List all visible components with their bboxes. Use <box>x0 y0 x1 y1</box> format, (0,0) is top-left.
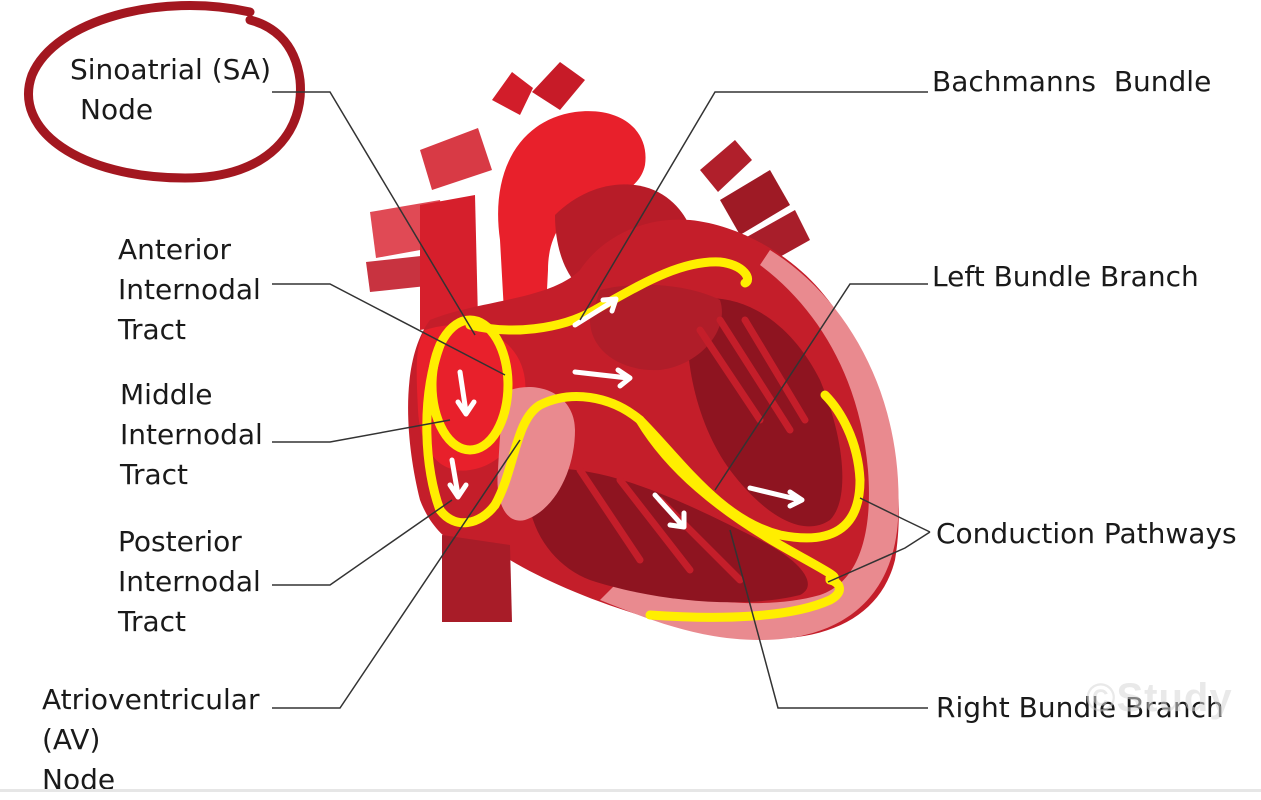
heart-illustration <box>366 62 899 640</box>
label-conduction-pathways: Conduction Pathways <box>936 517 1237 550</box>
leader-middle <box>272 419 451 443</box>
label-av-node: Atrioventricular (AV) Node <box>42 683 260 796</box>
arrow-4 <box>447 457 469 500</box>
lower-pathway <box>645 575 844 622</box>
leader-lines <box>272 91 931 709</box>
leader-rbb <box>729 529 928 709</box>
pulmonary-vessel-right <box>720 170 790 235</box>
label-sa-node: Sinoatrial (SA) Node <box>70 53 271 126</box>
leader-posterior <box>272 499 453 586</box>
left-atrium <box>590 284 722 371</box>
leader-lbb <box>714 283 928 491</box>
label-right-bundle-branch: Right Bundle Branch <box>936 691 1224 724</box>
leader-conduction-2 <box>827 531 931 583</box>
aorta <box>498 111 646 330</box>
aortic-branch-2 <box>532 62 585 110</box>
arrow-1 <box>572 296 619 328</box>
ventricle-wall <box>600 250 899 640</box>
leader-sa <box>272 91 476 336</box>
label-middle-internodal-tract: Middle Internodal Tract <box>120 378 263 491</box>
bachmanns-bundle-path <box>465 257 752 335</box>
pulmonary-vessel-left-3 <box>366 255 436 292</box>
posterior-tract-path <box>422 340 500 528</box>
label-bachmanns-bundle: Bachmanns Bundle <box>932 65 1212 98</box>
watermark-logo: ©Study <box>1086 676 1233 720</box>
pulmonary-vessel-right-3 <box>700 140 752 192</box>
right-bundle-path <box>635 415 839 583</box>
flow-arrows <box>447 296 805 530</box>
leader-bachmann <box>579 91 928 321</box>
trabeculae <box>576 316 809 584</box>
leader-conduction-1 <box>859 497 931 533</box>
arrow-6 <box>747 485 805 509</box>
septum <box>497 386 575 521</box>
superior-vena-cava <box>420 195 478 330</box>
label-posterior-internodal-tract: Posterior Internodal Tract <box>118 525 261 638</box>
leader-av <box>272 439 521 709</box>
label-anterior-internodal-tract: Anterior Internodal Tract <box>118 233 261 346</box>
sa-highlight-circle <box>24 1 305 183</box>
inferior-vena-cava <box>442 535 512 622</box>
leader-anterior <box>272 283 506 376</box>
label-left-bundle-branch: Left Bundle Branch <box>932 260 1199 293</box>
arrow-3 <box>455 369 477 417</box>
bottom-divider <box>0 789 1261 792</box>
arrow-5 <box>652 492 687 530</box>
conduction-pathways <box>422 257 865 622</box>
av-path <box>490 392 645 510</box>
arrow-2 <box>572 367 633 389</box>
aortic-branch-1 <box>492 72 533 115</box>
pulmonary-vessel-left <box>420 128 492 190</box>
